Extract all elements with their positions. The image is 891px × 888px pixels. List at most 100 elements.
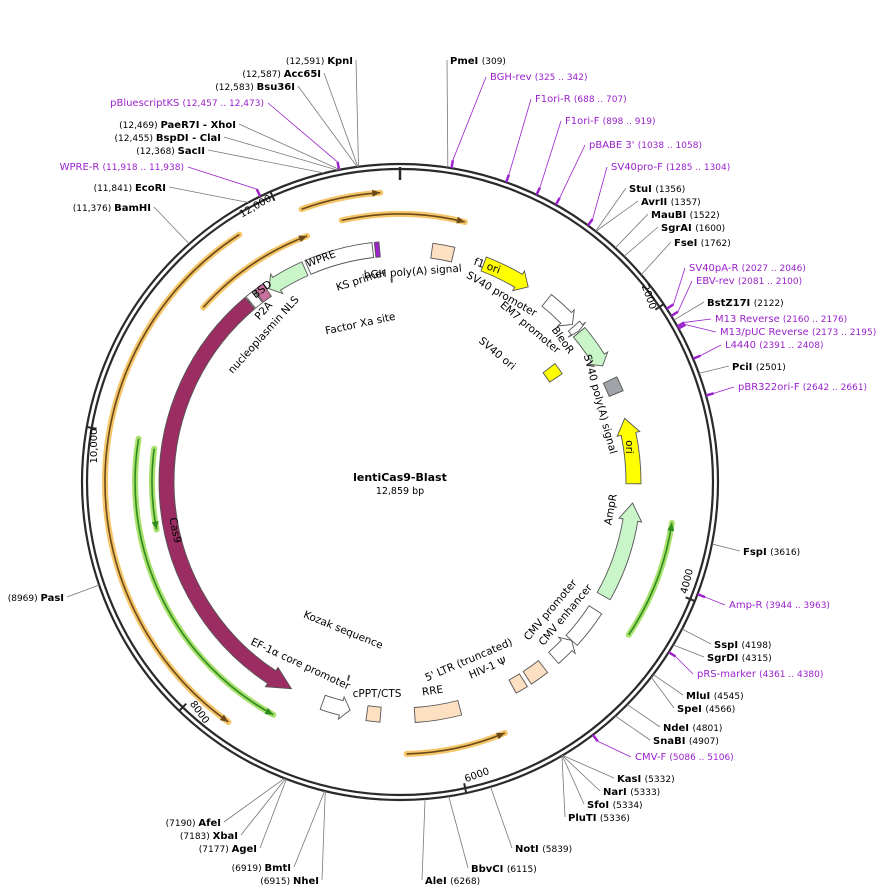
feature-bgh-poly-a-signal [430, 242, 456, 263]
site-leader [615, 715, 651, 741]
primer-mark [255, 188, 262, 197]
site-label-maubi: MauBI (1522) [651, 210, 720, 221]
site-name: NotI [515, 844, 542, 855]
primer-mark [692, 354, 701, 360]
site-name: PaeR7I - XhoI [160, 120, 236, 131]
primer-name: L4440 [725, 340, 759, 351]
site-label-sgrai: SgrAI (1600) [661, 223, 725, 234]
primer-position: (2027 .. 2046) [742, 264, 806, 274]
feature-f1-ori [480, 256, 529, 292]
feature-ampr [596, 502, 643, 601]
site-leader [698, 365, 730, 374]
site-position: (5334) [613, 801, 643, 811]
primer-position: (4361 .. 4380) [759, 670, 823, 680]
site-leader [652, 674, 684, 696]
primer-mark [670, 310, 679, 317]
site-position: (1600) [695, 224, 725, 234]
orf-arc [298, 189, 384, 213]
site-position: (11,376) [73, 204, 114, 214]
site-leader [240, 778, 286, 836]
feature-ef-1-core-promoter [319, 694, 351, 721]
primer-label-prs-marker: pRS-marker (4361 .. 4380) [697, 669, 823, 680]
feature-sv40-promoter [541, 293, 575, 327]
restriction-sites: PmeI (309)StuI (1356)AvrII (1357)MauBI (… [8, 56, 800, 887]
primer-name: pBR322ori-F [738, 382, 803, 393]
site-name: KpnI [327, 56, 353, 67]
orf-arc-arrowhead [219, 714, 229, 722]
site-leader [562, 755, 601, 792]
feature-cppt-cts [365, 705, 382, 723]
site-name: SgrDI [707, 653, 742, 664]
primer-name: SV40pro-F [611, 162, 666, 173]
site-leader [168, 186, 249, 203]
primer-mark [667, 651, 677, 658]
site-name: NarI [603, 787, 630, 798]
primer-label-pbabe-3: pBABE 3' (1038 .. 1058) [589, 140, 702, 151]
site-name: Bsu36I [257, 82, 295, 93]
site-leader [595, 200, 639, 232]
feature-cmv-enhancer [565, 605, 603, 647]
feature-label-ori: ori [623, 440, 635, 454]
feature-label-rre: RRE [421, 684, 444, 699]
feature-label-sv40-ori: SV40 ori [476, 335, 518, 373]
primer-mark [666, 303, 675, 310]
tick-label: 2000 [639, 283, 658, 311]
tick-mark [463, 783, 468, 794]
feature-cas9 [158, 296, 293, 690]
primer-name: M13/pUC Reverse [720, 327, 812, 338]
site-label-kpni: (12,591) KpnI [286, 56, 353, 67]
site-label-noti: NotI (5839) [515, 844, 572, 855]
orf-arc-core [104, 233, 240, 723]
feature-5-ltr-truncated [522, 659, 549, 685]
site-position: (8969) [8, 594, 41, 604]
feature-cmv-promoter [548, 636, 576, 665]
orf-green-arc-arrowhead [151, 520, 159, 530]
orf-green-arc-core [134, 438, 274, 716]
site-position: (309) [482, 57, 506, 67]
site-label-sfoi: SfoI (5334) [587, 800, 643, 811]
site-leader [238, 123, 340, 171]
primer-mark [450, 160, 455, 169]
site-name: FseI [674, 238, 701, 249]
site-position: (1356) [655, 185, 685, 195]
site-name: PciI [732, 362, 756, 373]
primer-position: (3944 .. 3963) [766, 601, 830, 611]
site-leader [259, 778, 287, 849]
site-position: (4907) [689, 737, 719, 747]
site-leader [321, 791, 326, 881]
site-position: (7177) [199, 845, 232, 855]
site-leader [626, 704, 661, 728]
primer-name: Amp-R [729, 600, 766, 611]
site-name: StuI [629, 184, 655, 195]
site-leader [223, 777, 285, 823]
feature-kozak-sequence [346, 674, 351, 681]
site-name: MluI [686, 691, 714, 702]
site-name: BbvCI [471, 864, 507, 875]
primer-leader [673, 267, 686, 305]
primer-label-l4440: L4440 (2391 .. 2408) [725, 340, 823, 351]
site-label-sgrdi: SgrDI (4315) [707, 653, 772, 664]
feature-label-sv40-poly-a-signal: SV40 poly(A) signal [581, 353, 619, 455]
site-label-bbvci: BbvCI (6115) [471, 864, 537, 875]
site-position: (12,587) [242, 70, 283, 80]
feature-nucleoplasmin-nls [245, 290, 264, 309]
orf-arc-arrowhead [456, 216, 465, 224]
orf-green-arc-arrowhead [667, 522, 675, 532]
site-label-pluti: PluTI (5336) [568, 813, 630, 824]
feature-p2a [253, 283, 273, 303]
primer-mark [677, 323, 687, 330]
site-name: BamHI [114, 203, 151, 214]
primer-leader [539, 120, 562, 188]
site-position: (4198) [742, 641, 772, 651]
site-name: BstZ17I [707, 298, 754, 309]
primer-position: (12,457 .. 12,473) [183, 99, 264, 109]
site-name: AleI [425, 876, 450, 887]
site-position: (6268) [450, 877, 480, 887]
orf-arc-core [202, 235, 308, 308]
primer-label-ebv-rev: EBV-rev (2081 .. 2100) [696, 276, 802, 287]
primer-label-pbluescriptks: pBluescriptKS (12,457 .. 12,473) [110, 98, 264, 109]
primer-position: (2160 .. 2176) [783, 315, 847, 325]
site-label-kasi: KasI (5332) [617, 774, 675, 785]
primer-name: M13 Reverse [715, 314, 783, 325]
site-name: AfeI [198, 818, 221, 829]
